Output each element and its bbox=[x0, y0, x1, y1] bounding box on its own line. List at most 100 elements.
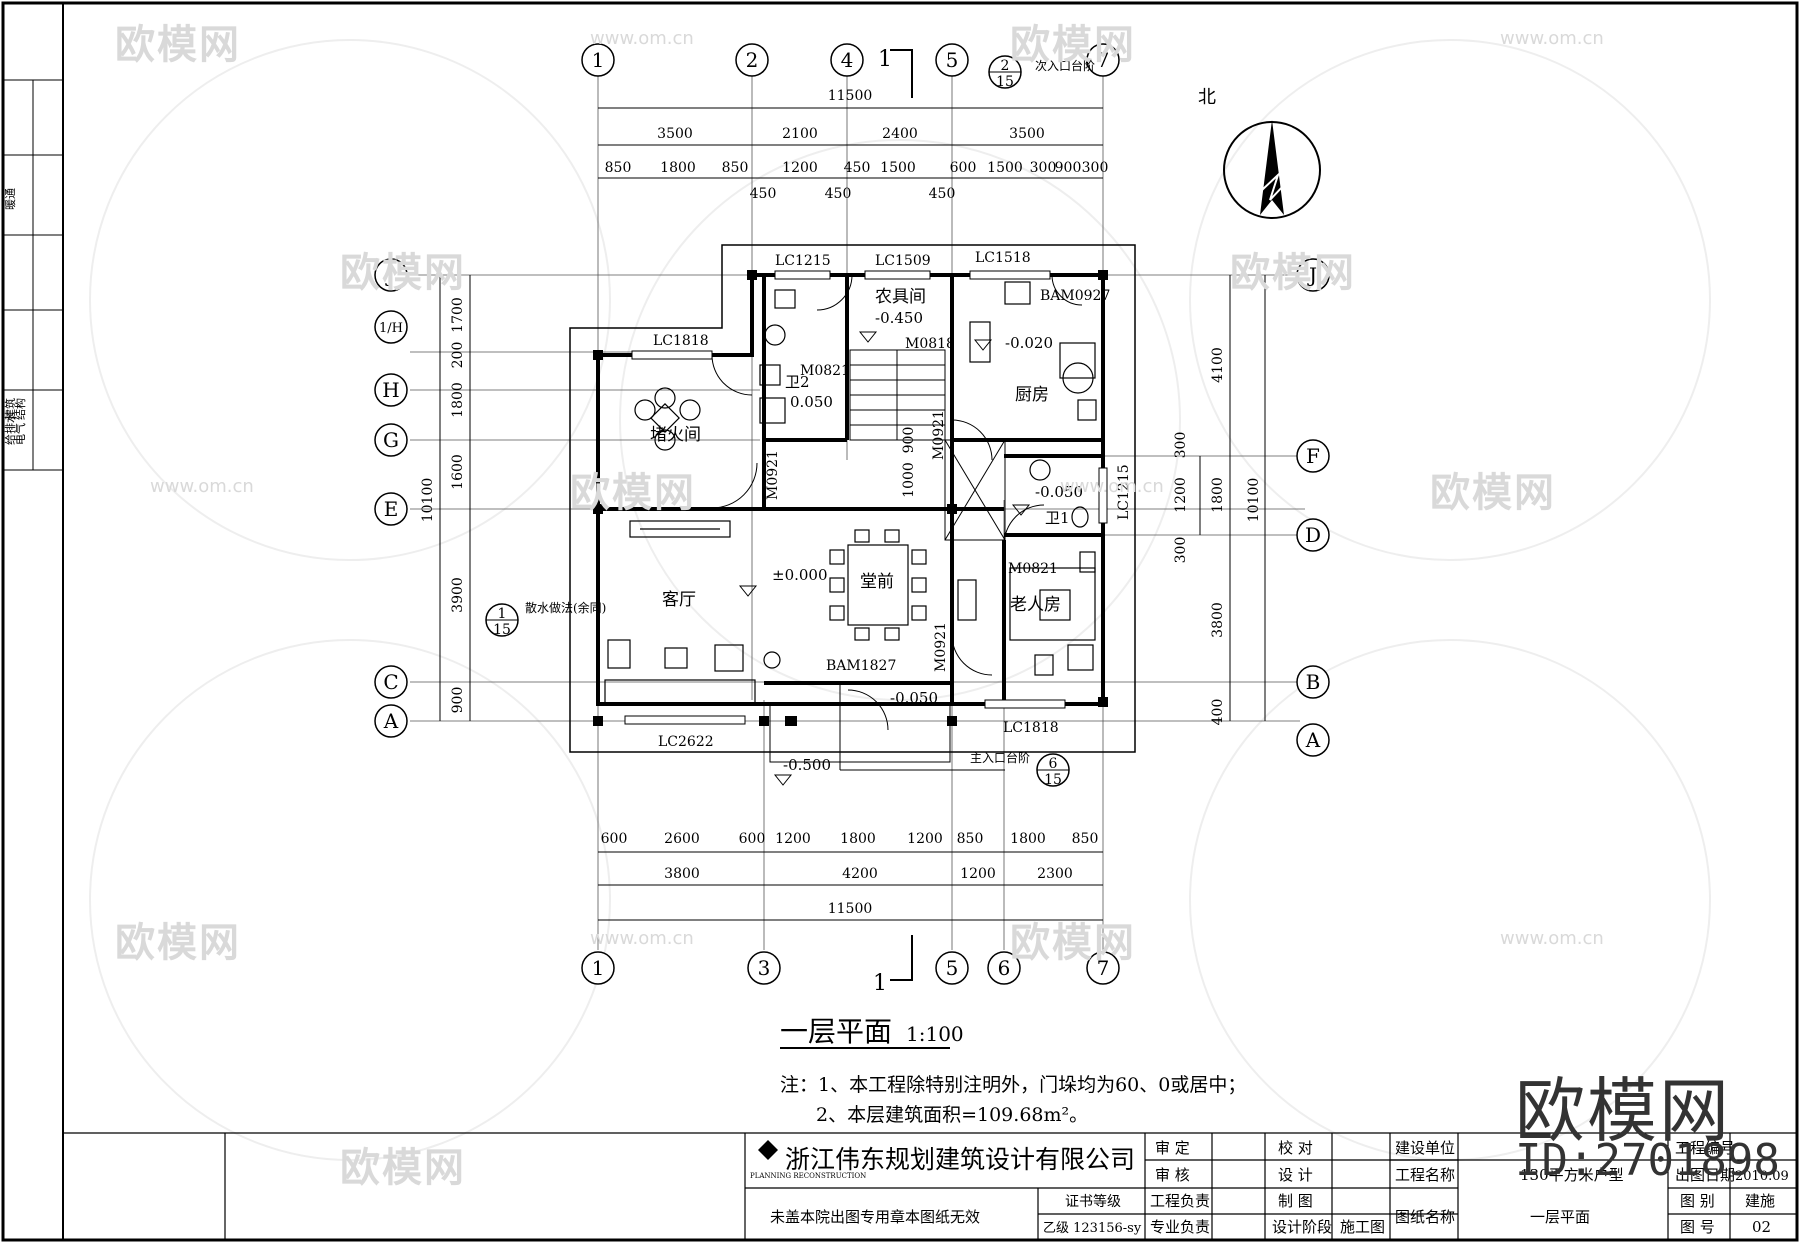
role-label: 设计阶段 bbox=[1272, 1218, 1332, 1236]
watermark-url: www.om.cn bbox=[1500, 28, 1604, 49]
door-label: M0818 bbox=[905, 336, 955, 352]
detail-ref-label: 主入口台阶 bbox=[970, 750, 1030, 765]
date-label: 出图日期 bbox=[1675, 1166, 1735, 1184]
dim-left: 1600 bbox=[450, 454, 466, 490]
room-label: 堵火间 bbox=[650, 425, 701, 445]
dim-top-small: 450 bbox=[750, 186, 777, 202]
dim-misc: 900 bbox=[901, 427, 917, 454]
dim-bottom-row2: 4200 bbox=[842, 866, 878, 882]
axis-label-bottom: 7 bbox=[1097, 956, 1110, 980]
axis-label-left: E bbox=[384, 497, 399, 521]
detail-ref-sheet: 15 bbox=[1044, 772, 1062, 788]
detail-ref-label: 次入口台阶 bbox=[1035, 58, 1095, 73]
watermark-brand: 欧模网 bbox=[570, 470, 696, 516]
level-label: ±0.000 bbox=[772, 566, 828, 584]
axis-label-left: H bbox=[382, 378, 399, 402]
role-label: 审 定 bbox=[1155, 1139, 1190, 1157]
door-label: M0921 bbox=[933, 622, 949, 672]
door-label: BAM1827 bbox=[826, 658, 896, 674]
window-label: LC1215 bbox=[1116, 464, 1132, 520]
detail-ref-sheet: 15 bbox=[493, 622, 511, 638]
detail-ref-num: 1 bbox=[498, 606, 507, 622]
level-label: -0.020 bbox=[1005, 334, 1053, 352]
window-label: LC2622 bbox=[658, 734, 714, 750]
dimension-lines bbox=[439, 107, 1266, 921]
dim-bottom-row1: 1800 bbox=[840, 831, 876, 847]
title-underline bbox=[780, 1047, 950, 1049]
project-label: 工程名称 bbox=[1395, 1166, 1455, 1184]
drawing-name-label: 图纸名称 bbox=[1395, 1208, 1455, 1226]
cert-label: 证书等级 bbox=[1065, 1193, 1121, 1210]
dim-top-small: 450 bbox=[929, 186, 956, 202]
fixtures bbox=[759, 281, 1097, 676]
level-label: -0.050 bbox=[1035, 483, 1083, 501]
detail-ref-num: 2 bbox=[1001, 58, 1010, 74]
dining-table bbox=[829, 529, 927, 641]
north-label: 北 bbox=[1198, 87, 1216, 108]
watermark-url: www.om.cn bbox=[590, 28, 694, 49]
axis-lines bbox=[410, 75, 1305, 950]
note-line: 注：1、本工程除特别注明外，门垛均为60、0或居中； bbox=[780, 1074, 1247, 1096]
watermark-brand: 欧模网 bbox=[340, 250, 466, 296]
role-label: 校 对 bbox=[1278, 1139, 1313, 1157]
axis-label-left: C bbox=[383, 670, 398, 694]
door-label: M0921 bbox=[931, 410, 947, 460]
watermark-brand: 欧模网 bbox=[1430, 470, 1556, 516]
fire-room-table bbox=[634, 387, 701, 451]
dim-left: 1700 bbox=[450, 297, 466, 333]
watermark-url: www.om.cn bbox=[150, 476, 254, 497]
dim-top-row3: 1800 bbox=[660, 160, 696, 176]
room-label: 卫2 bbox=[785, 373, 810, 391]
door-label: M0821 bbox=[800, 363, 850, 379]
watermark-arcs bbox=[89, 39, 1711, 1161]
dim-bottom-row1: 850 bbox=[1072, 831, 1099, 847]
level-label: -0.050 bbox=[890, 689, 938, 707]
dim-misc: 1000 bbox=[901, 462, 917, 498]
strip-label: 建筑 bbox=[3, 398, 17, 420]
project-no-label: 工程编号 bbox=[1675, 1139, 1735, 1157]
dim-top-row3: 1500 bbox=[880, 160, 916, 176]
dim-bottom-total: 11500 bbox=[828, 901, 873, 917]
role-label: 设 计 bbox=[1278, 1166, 1313, 1184]
category-value: 建施 bbox=[1745, 1192, 1775, 1210]
room-label: 卫1 bbox=[1045, 509, 1070, 527]
room-label: 老人房 bbox=[1010, 595, 1061, 615]
watermark-url: www.om.cn bbox=[1060, 476, 1164, 497]
dim-right: 3800 bbox=[1210, 602, 1226, 638]
axis-label-top: 4 bbox=[841, 48, 854, 72]
door-label: M0821 bbox=[1008, 561, 1058, 577]
drawing-name-value: 一层平面 bbox=[1530, 1208, 1590, 1226]
level-label: -0.450 bbox=[875, 309, 923, 327]
room-label: 客厅 bbox=[662, 590, 696, 610]
axis-label-left: A bbox=[383, 709, 399, 733]
title-block-grid bbox=[63, 1132, 1797, 1240]
axis-label-bottom: 6 bbox=[998, 956, 1011, 980]
door-swings bbox=[711, 274, 1083, 731]
dim-bottom-row1: 1800 bbox=[1010, 831, 1046, 847]
living-furniture bbox=[604, 520, 781, 705]
dim-left: 200 bbox=[450, 342, 466, 369]
dim-top-row3: 850 bbox=[722, 160, 749, 176]
watermark-url: www.om.cn bbox=[1500, 928, 1604, 949]
dim-top-small: 450 bbox=[825, 186, 852, 202]
strip-label: 结构 bbox=[13, 398, 27, 420]
strip-label: 电气 bbox=[13, 423, 27, 445]
dim-bottom-row2: 3800 bbox=[664, 866, 700, 882]
section-mark-bottom: 1 bbox=[873, 971, 887, 996]
strip-label: 暖通 bbox=[4, 188, 17, 210]
axis-label-right: A bbox=[1305, 728, 1321, 752]
dim-top-row3: 900 bbox=[1055, 160, 1082, 176]
watermark-brand: 欧模网 bbox=[115, 920, 241, 966]
dim-bottom-row1: 850 bbox=[957, 831, 984, 847]
dim-top-row2: 2400 bbox=[882, 126, 918, 142]
watermark-id: ID:2701898 bbox=[1515, 1135, 1780, 1186]
dim-bottom-row1: 600 bbox=[739, 831, 766, 847]
axis-label-top: 5 bbox=[946, 48, 959, 72]
dim-bottom-row1: 600 bbox=[601, 831, 628, 847]
watermark-brand: 欧模网 bbox=[115, 22, 241, 68]
window-marks bbox=[624, 270, 1108, 725]
window-label: LC1818 bbox=[1003, 720, 1059, 736]
sheet-no-value: 02 bbox=[1752, 1218, 1771, 1236]
